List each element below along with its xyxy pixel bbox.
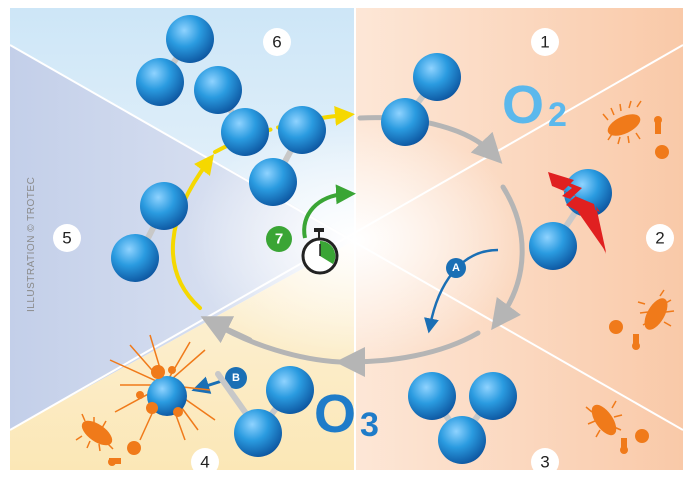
timer-group: 7	[266, 184, 356, 275]
oxygen-atom	[408, 372, 456, 420]
oxygen-atom	[111, 234, 159, 282]
oxygen-atom	[529, 222, 577, 270]
oxygen-atom	[413, 53, 461, 101]
formula-o3: O 3	[314, 384, 379, 444]
oxygen-atom	[166, 15, 214, 63]
badge-a: A	[452, 262, 460, 274]
formula-o3-main: O	[314, 384, 356, 444]
arrow-3-to-4a	[335, 330, 481, 377]
oxygen-atom	[249, 158, 297, 206]
step-7-label: 7	[275, 231, 283, 248]
oxygen-atom	[266, 366, 314, 414]
oxygen-atom	[278, 106, 326, 154]
bacteria-group	[75, 100, 675, 466]
explosion	[109, 334, 216, 441]
step-2-label: 2	[655, 229, 664, 248]
badge-b: B	[232, 372, 240, 384]
stopwatch-icon	[301, 228, 339, 275]
bacteria-icon	[602, 100, 642, 145]
arrow-a: A	[424, 248, 499, 334]
oxygen-atom	[438, 416, 486, 464]
oxygen-atom	[194, 66, 242, 114]
step-3-label: 3	[540, 453, 549, 472]
oxygen-atom	[234, 409, 282, 457]
step-6-label: 6	[272, 33, 281, 52]
formula-o2-main: O	[502, 75, 544, 135]
oxygen-atom	[221, 108, 269, 156]
step-numbers: 1 2 3 4 5 6	[53, 28, 674, 476]
formula-o2: O 2	[502, 75, 567, 135]
bacteria-icon	[585, 400, 623, 438]
illustration-credit: ILLUSTRATION © TROTEC	[26, 177, 37, 312]
step-4-label: 4	[200, 453, 209, 472]
cycle-arrows	[200, 115, 525, 377]
step-1-label: 1	[540, 33, 549, 52]
oxygen-atom	[140, 182, 188, 230]
arrow-1-to-2	[357, 115, 503, 164]
step-5-label: 5	[62, 229, 71, 248]
bacteria-icon	[75, 413, 114, 452]
lightning-icon	[548, 172, 606, 254]
arrow-2-to-3	[491, 184, 525, 331]
oxygen-atom	[381, 98, 429, 146]
atoms	[111, 15, 612, 464]
oxygen-atom	[136, 58, 184, 106]
arrow-5-to-6	[170, 154, 215, 310]
oxygen-atom	[469, 372, 517, 420]
formula-o2-sub: 2	[548, 96, 567, 134]
bacteria-icon	[637, 289, 675, 330]
formula-o3-sub: 3	[360, 406, 379, 444]
